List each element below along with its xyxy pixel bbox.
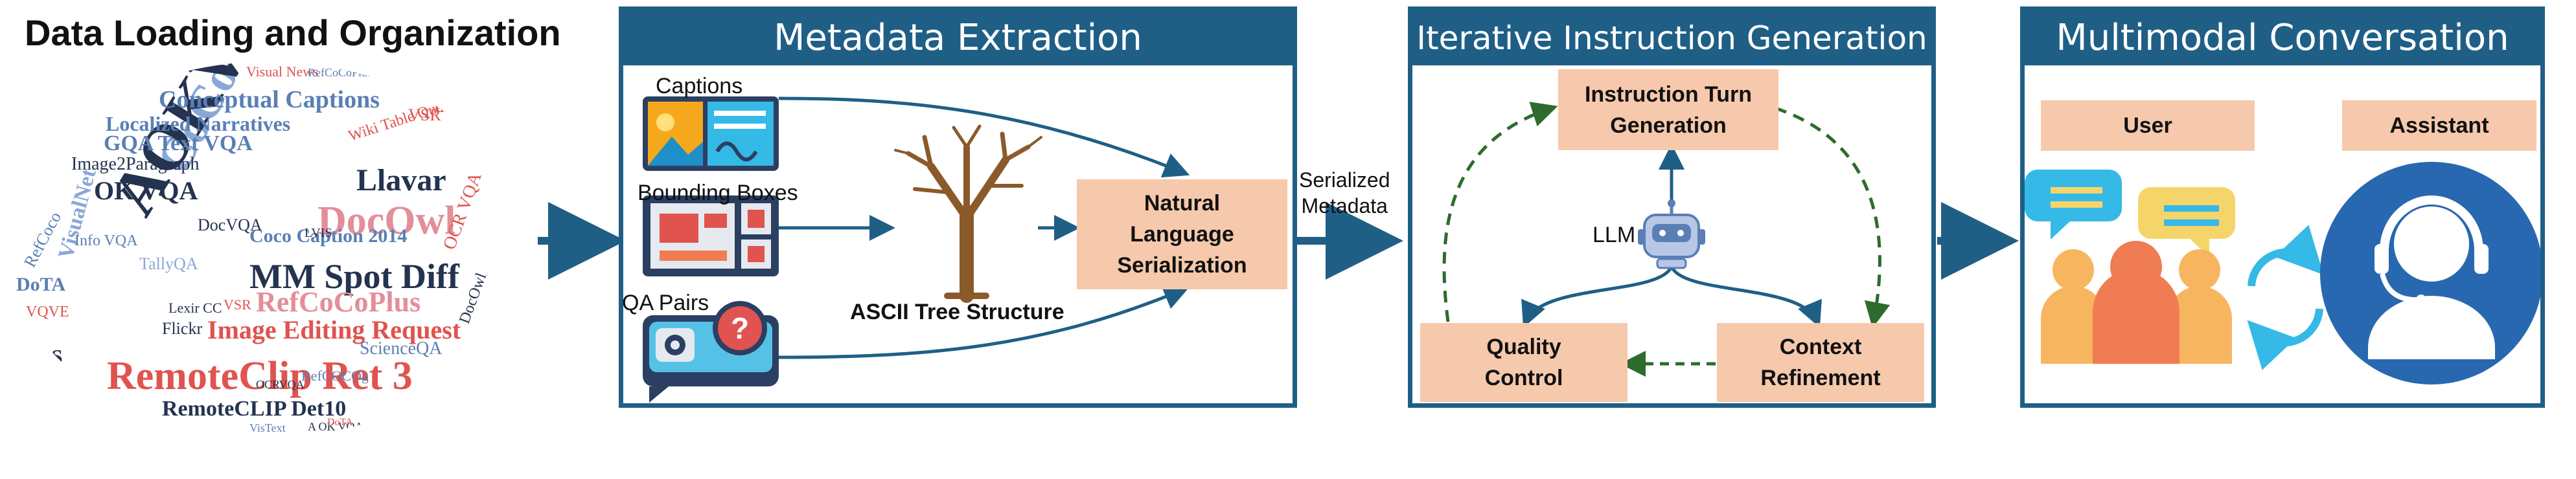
- cloud-word: RemoteCLIP Det10: [162, 397, 347, 421]
- serialization-line3: Serialization: [1117, 253, 1247, 278]
- cloud-word: MM Spot Diff: [249, 257, 459, 296]
- arrow-qa: [778, 285, 1190, 359]
- cloud-word: Image Editing Request: [207, 315, 461, 344]
- cloud-word: VisText: [249, 421, 286, 434]
- serialization-line1: Natural: [1144, 191, 1221, 216]
- panel-title-iterative: Iterative Instruction Generation: [1412, 11, 1931, 65]
- cloud-word: Coco Caption 2014: [249, 225, 408, 247]
- cloud-word: RefCOCOg: [301, 368, 369, 384]
- quality-control-box: Quality Control: [1420, 323, 1627, 402]
- cloud-word: OCRVQA: [256, 378, 305, 391]
- loop-arrow-quality-to-turn: [1442, 102, 1558, 322]
- arrow-llm-to-context: [1670, 265, 1822, 328]
- panel-metadata-extraction: Metadata Extraction: [619, 6, 1297, 408]
- turn-gen-line1: Instruction Turn: [1584, 82, 1753, 107]
- quality-line2: Control: [1484, 366, 1563, 390]
- serialized-label-line1: Serialized: [1299, 168, 1390, 192]
- cloud-word: DocOwl: [317, 199, 456, 243]
- context-refinement-box: Context Refinement: [1717, 323, 1924, 402]
- captions-icon: [643, 96, 779, 171]
- user-label-box: User: [2041, 100, 2255, 151]
- tree-icon: [894, 124, 1042, 303]
- cloud-word: ScienceQA: [360, 339, 443, 359]
- cloud-word: DoTA: [16, 274, 66, 295]
- user-group-icon: [2025, 170, 2235, 364]
- metadata-arrows: ?: [643, 96, 1190, 403]
- serialization-line2: Language: [1130, 222, 1234, 247]
- multimodal-illustrations: [2025, 162, 2540, 384]
- captions-label: Captions: [656, 74, 743, 98]
- cloud-word: VSR: [224, 296, 251, 313]
- cloud-word: RemoteClip Ret 3: [107, 354, 413, 398]
- serialized-metadata-label: Serialized Metadata: [1299, 167, 1390, 219]
- dataset-word-cloud: RemoteClip Ret 3CoCo CaptionDocOwlMM Spo…: [10, 61, 528, 437]
- cloud-word: VSR: [408, 106, 441, 124]
- cloud-word: OK VQA: [94, 176, 198, 205]
- context-line2: Refinement: [1760, 366, 1881, 390]
- cloud-word: Localized Narratives: [106, 112, 291, 135]
- cloud-word: HRRSD: [434, 99, 482, 115]
- bounding-boxes-label: Bounding Boxes: [638, 181, 798, 205]
- conversation-cycle-icon: [2247, 225, 2324, 370]
- cloud-word: Conceptual Captions: [159, 86, 380, 113]
- cloud-word: VQVE: [26, 304, 69, 320]
- cloud-word: Visual News: [246, 63, 319, 80]
- llm-label: LLM: [1593, 223, 1636, 247]
- cloud-word: DocVQA: [198, 216, 262, 234]
- cloud-word: A OK VQA: [308, 420, 363, 433]
- cloud-word: LVIS: [305, 226, 332, 240]
- arrow-captions: [778, 96, 1190, 178]
- quality-line1: Quality: [1486, 335, 1561, 359]
- ascii-tree-label: ASCII Tree Structure: [850, 300, 1064, 324]
- section-title-data-loading: Data Loading and Organization: [25, 12, 561, 53]
- cloud-word: Lexir CC: [168, 300, 222, 316]
- cloud-word: GQA Text VQA: [104, 131, 253, 155]
- qa-pairs-icon: ?: [643, 301, 779, 403]
- panel-iterative-generation: Iterative Instruction Generation: [1408, 6, 1936, 408]
- panel-title-metadata: Metadata Extraction: [623, 11, 1293, 65]
- cloud-word: LVIS: [16, 345, 63, 368]
- cloud-word: RefCoCoPlus: [256, 286, 421, 318]
- cloud-word: Flickr: [162, 319, 203, 338]
- cloud-word: DoTA: [327, 417, 353, 428]
- panel-title-multimodal: Multimodal Conversation: [2025, 11, 2540, 65]
- robot-llm-icon: [1638, 199, 1705, 269]
- cloud-word: RefCoCoPlus: [308, 66, 373, 79]
- assistant-label-box: Assistant: [2342, 100, 2536, 151]
- natural-language-serialization-box: Natural Language Serialization: [1077, 179, 1287, 289]
- context-line1: Context: [1779, 335, 1862, 359]
- qa-pairs-label: QA Pairs: [622, 291, 709, 315]
- cloud-word: TallyQA: [139, 254, 198, 273]
- turn-gen-line2: Generation: [1610, 113, 1727, 138]
- svg-text:?: ?: [731, 311, 749, 345]
- cloud-word: Llavar: [356, 163, 446, 197]
- iterative-arrows: [1442, 102, 1891, 377]
- arrow-llm-to-quality: [1521, 265, 1673, 328]
- bounding-boxes-icon: [643, 195, 779, 276]
- panel-multimodal-conversation: Multimodal Conversation User Assistant: [2020, 6, 2545, 408]
- cloud-word: Info VQA: [75, 232, 138, 249]
- cloud-word: Image2Paragraph: [71, 154, 200, 174]
- serialized-label-line2: Metadata: [1301, 194, 1388, 217]
- assistant-headset-icon: [2320, 162, 2540, 384]
- instruction-turn-generation-box: Instruction Turn Generation: [1558, 69, 1778, 150]
- loop-arrow-turn-to-context: [1775, 106, 1891, 328]
